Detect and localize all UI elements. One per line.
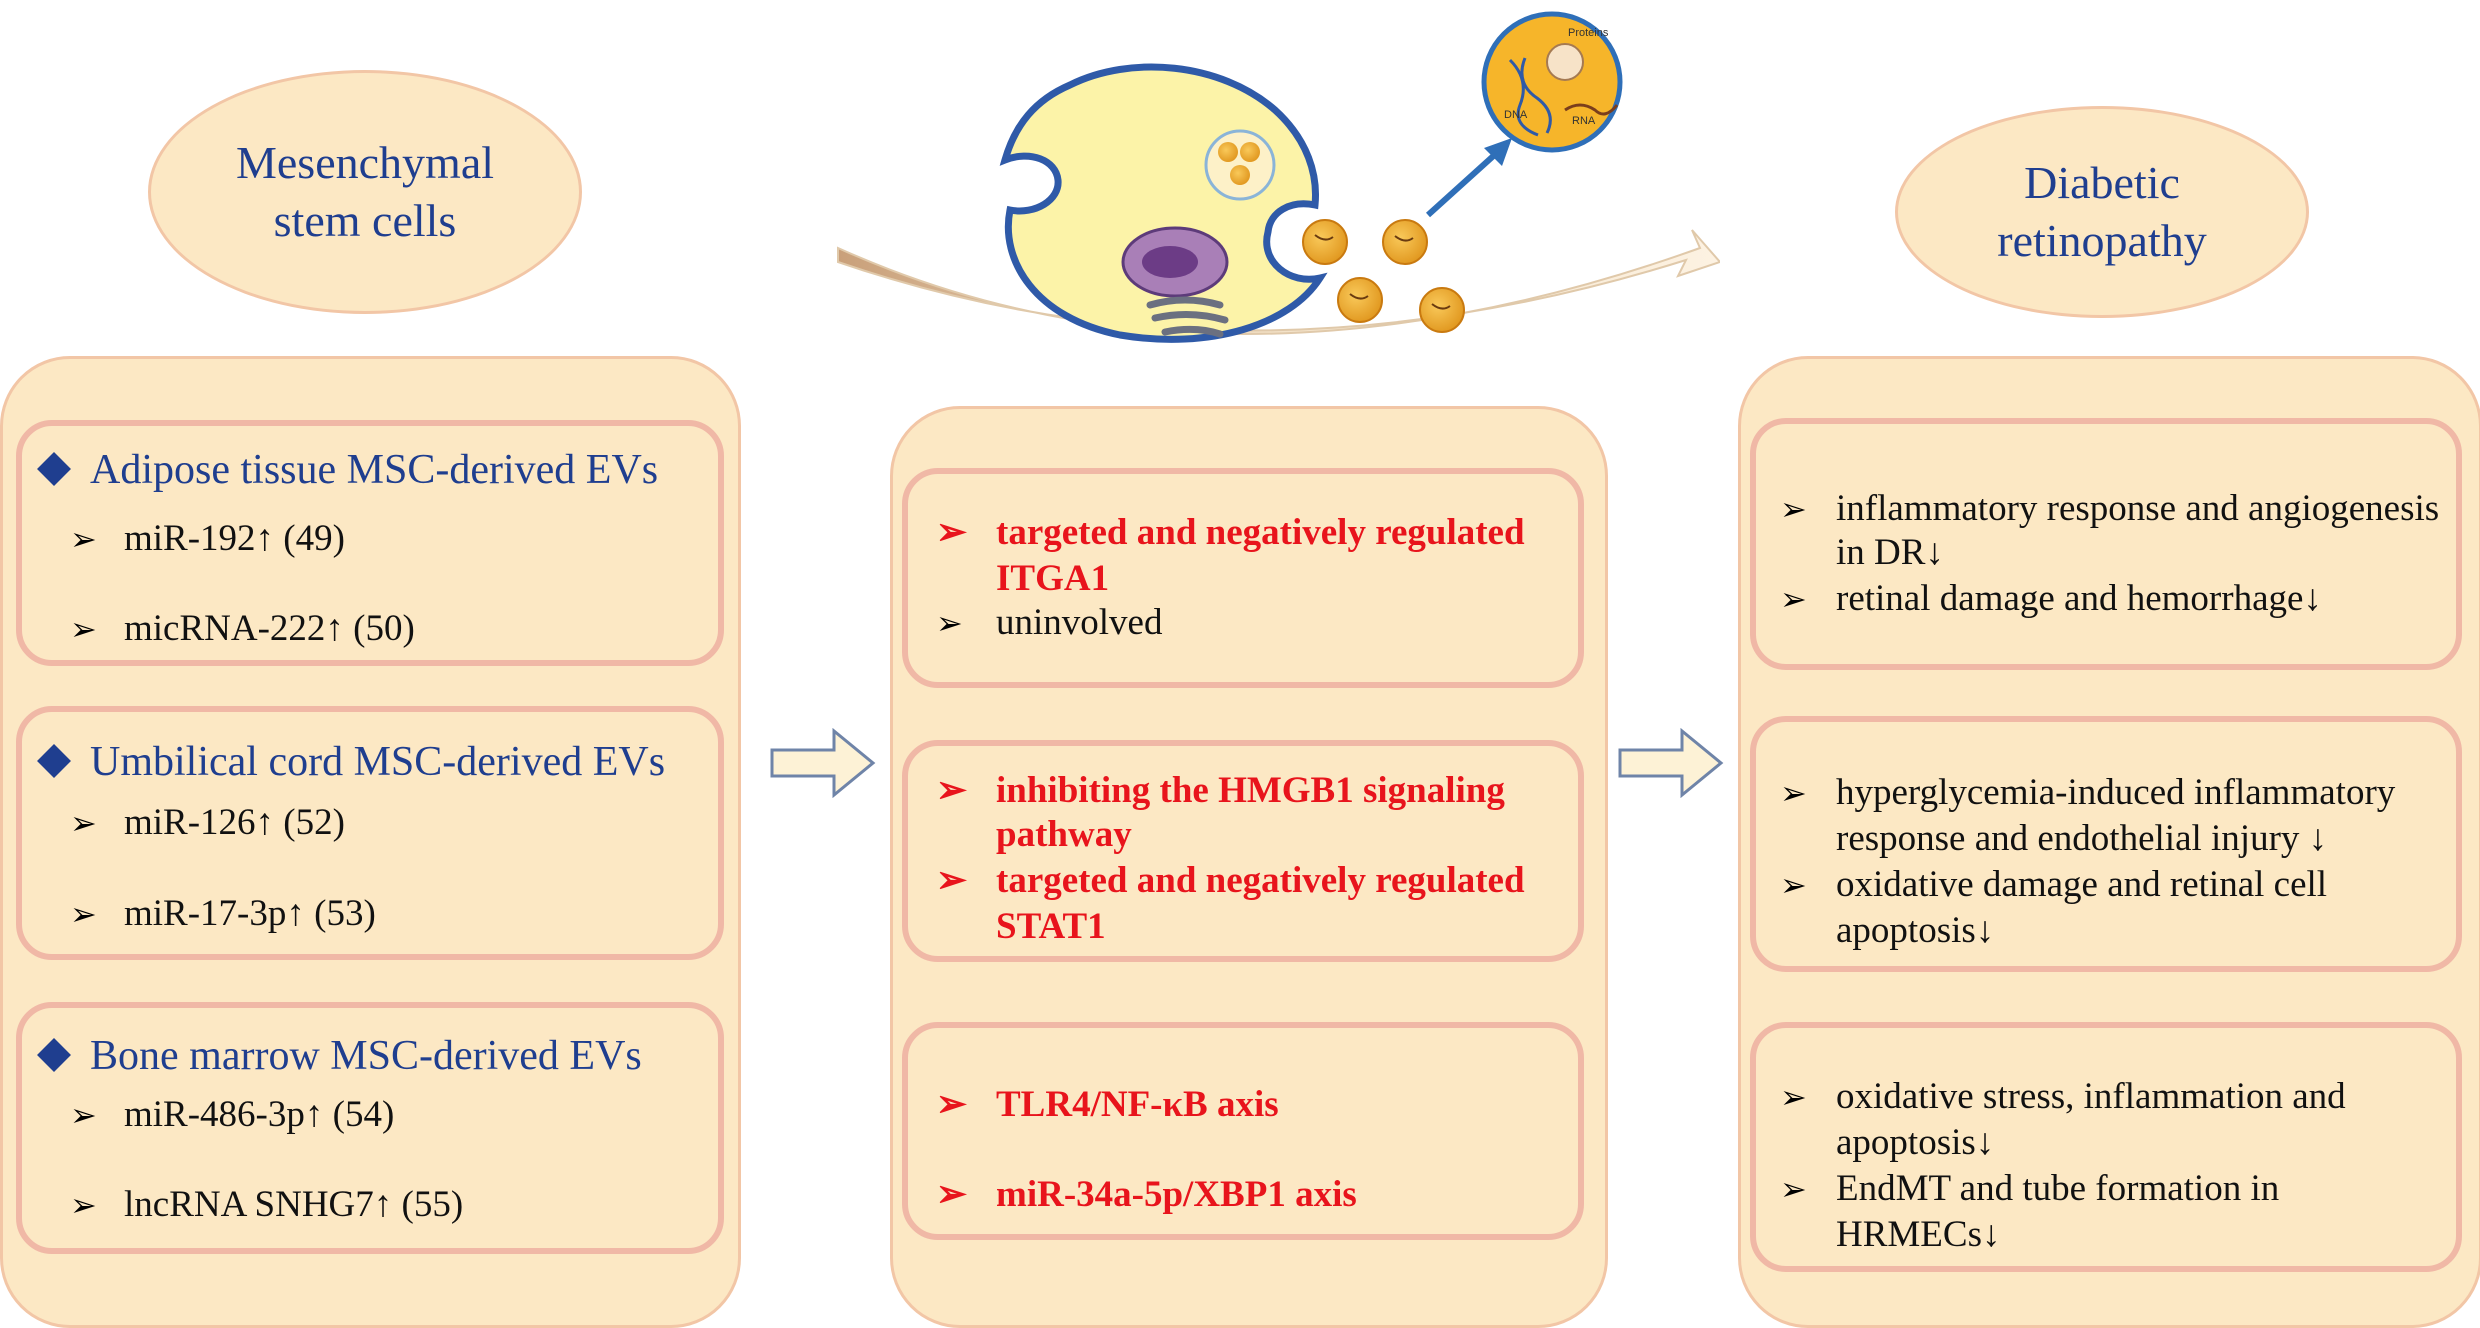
outcome-1-line-3: retinal damage and hemorrhage↓ <box>1836 578 2322 619</box>
adipose-item-2: micRNA-222↑ (50) <box>124 608 415 649</box>
mechanism-2-line-1: inhibiting the HMGB1 signaling <box>996 770 1505 811</box>
bullet-arrow-icon: ➢ <box>1780 1171 1807 1207</box>
bullet-arrow-icon: ➢ <box>70 521 97 557</box>
bullet-arrow-icon: ➢ <box>70 805 97 841</box>
bullet-arrow-icon: ➢ <box>1780 581 1807 617</box>
mechanism-2-line-3: targeted and negatively regulated <box>996 860 1525 901</box>
msc-title-ellipse: Mesenchymal stem cells <box>148 70 582 314</box>
msc-ev-panel <box>0 356 741 1328</box>
mechanism-2-line-4: STAT1 <box>996 906 1106 947</box>
outcome-2-line-3: oxidative damage and retinal cell <box>1836 864 2328 905</box>
bullet-arrow-icon: ➢ <box>936 770 968 811</box>
mechanism-3-line-1: TLR4/NF-κB axis <box>996 1084 1279 1125</box>
bone-marrow-item-2: lncRNA SNHG7↑ (55) <box>124 1184 464 1225</box>
bullet-arrow-icon: ➢ <box>70 1187 97 1223</box>
release-arrow <box>1425 147 1503 218</box>
mechanism-box-2 <box>902 740 1584 962</box>
inset-label-rna: RNA <box>1572 115 1596 127</box>
outcome-panel <box>1738 356 2480 1328</box>
outcome-3-line-2: apoptosis↓ <box>1836 1122 1995 1163</box>
umbilical-group <box>16 706 724 960</box>
mechanism-box-1 <box>902 468 1584 688</box>
bullet-arrow-icon: ➢ <box>1780 867 1807 903</box>
golgi-apparatus <box>1146 296 1229 338</box>
bullet-arrow-icon: ➢ <box>936 1084 968 1125</box>
bullet-arrow-icon: ➢ <box>70 1097 97 1133</box>
outcome-box-3 <box>1750 1022 2462 1272</box>
outcome-2-line-2: response and endothelial injury ↓ <box>1836 818 2328 859</box>
outcome-box-1 <box>1750 418 2462 670</box>
umbilical-heading: Umbilical cord MSC-derived EVs <box>37 738 665 786</box>
mechanism-3-line-2: miR-34a-5p/XBP1 axis <box>996 1174 1357 1215</box>
bullet-arrow-icon: ➢ <box>936 860 968 901</box>
mechanism-1-line-2: ITGA1 <box>996 558 1110 599</box>
outcome-3-line-4: HRMECs↓ <box>1836 1214 2001 1255</box>
outcome-3-line-1: oxidative stress, inflammation and <box>1836 1076 2346 1117</box>
mechanism-panel <box>890 406 1608 1328</box>
msc-title: Mesenchymal stem cells <box>235 137 495 246</box>
outcome-2-line-4: apoptosis↓ <box>1836 910 1995 951</box>
inset-label-dna: DNA <box>1504 109 1528 121</box>
bullet-arrow-icon: ➢ <box>936 512 968 553</box>
middle-to-right-arrow <box>1618 728 1724 798</box>
ev-secretion-illustration: Proteins DNA RNA <box>837 11 1720 343</box>
bullet-arrow-icon: ➢ <box>70 896 97 932</box>
umbilical-item-2: miR-17-3p↑ (53) <box>124 893 376 934</box>
bullet-arrow-icon: ➢ <box>1780 1079 1807 1115</box>
bullet-arrow-icon: ➢ <box>936 1174 968 1215</box>
dr-title-ellipse: Diabetic retinopathy <box>1895 106 2309 318</box>
bone-marrow-group <box>16 1002 724 1254</box>
left-to-middle-arrow <box>770 728 876 798</box>
outcome-2-line-1: hyperglycemia-induced inflammatory <box>1836 772 2396 813</box>
outcome-1-line-1: inflammatory response and angiogenesis <box>1836 488 2440 529</box>
diamond-icon <box>37 1038 71 1073</box>
mechanism-1-line-1: targeted and negatively regulated <box>996 512 1525 553</box>
outcome-1-line-2: in DR↓ <box>1836 532 1944 573</box>
cell-body <box>999 63 1328 343</box>
bone-marrow-heading: Bone marrow MSC-derived EVs <box>37 1032 642 1080</box>
mechanism-2-line-2: pathway <box>996 814 1132 855</box>
bullet-arrow-icon: ➢ <box>936 605 963 641</box>
adipose-group <box>16 420 724 666</box>
bullet-arrow-icon: ➢ <box>1780 775 1807 811</box>
outcome-3-line-3: EndMT and tube formation in <box>1836 1168 2280 1209</box>
extracellular-vesicles <box>1302 219 1465 333</box>
umbilical-item-1: miR-126↑ (52) <box>124 802 345 843</box>
bone-marrow-item-1: miR-486-3p↑ (54) <box>124 1094 395 1135</box>
mechanism-1-line-3: uninvolved <box>996 602 1163 643</box>
bullet-arrow-icon: ➢ <box>70 611 97 647</box>
inset-label-proteins: Proteins <box>1568 27 1609 39</box>
outcome-box-2 <box>1750 716 2462 972</box>
adipose-item-1: miR-192↑ (49) <box>124 518 345 559</box>
bullet-arrow-icon: ➢ <box>1780 491 1807 527</box>
diamond-icon <box>37 452 71 487</box>
adipose-heading: Adipose tissue MSC-derived EVs <box>37 446 658 494</box>
mechanism-box-3 <box>902 1022 1584 1240</box>
diamond-icon <box>37 744 71 779</box>
dr-title: Diabetic retinopathy <box>1997 157 2207 266</box>
